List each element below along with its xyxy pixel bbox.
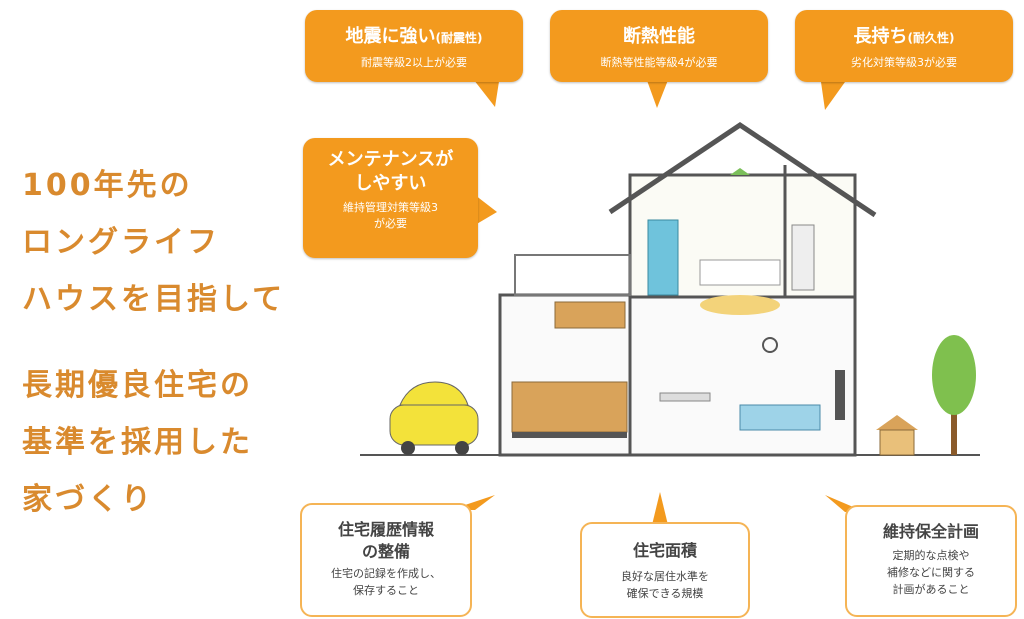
bubble-detail: 耐震等級2以上が必要 — [361, 56, 467, 69]
bubble-insulation: 断熱性能 断熱等性能等級4が必要 — [550, 10, 768, 82]
bubble-detail: 断熱等性能等級4が必要 — [600, 56, 718, 69]
box-floor-area: 住宅面積 良好な居住水準を確保できる規模 — [580, 522, 750, 618]
bubble-detail: 劣化対策等級3が必要 — [851, 56, 957, 69]
box-detail: 定期的な点検や — [892, 549, 970, 562]
bubble-title: しやすい — [354, 173, 427, 194]
box-title: 住宅履歴情報 — [337, 520, 434, 539]
bubble-tail — [645, 75, 670, 108]
bubble-title: 地震に強い — [345, 26, 436, 47]
bubble-title-note: (耐久性) — [907, 31, 955, 45]
box-title: 維持保全計画 — [882, 522, 979, 541]
bubble-earthquake-resistance: 地震に強い(耐震性) 耐震等級2以上が必要 — [305, 10, 523, 82]
box-maintenance-plan: 維持保全計画 定期的な点検や補修などに関する計画があること — [845, 505, 1017, 617]
box-title: 住宅面積 — [632, 541, 697, 560]
box-detail: 良好な居住水準を — [621, 570, 709, 583]
box-detail: 計画があること — [892, 583, 970, 596]
bubble-title: 断熱性能 — [623, 26, 695, 47]
subheadline-line: 基準を採用した — [22, 425, 253, 460]
bubble-title-note: (耐震性) — [435, 31, 483, 45]
box-detail: 保存すること — [353, 584, 419, 597]
box-detail: 確保できる規模 — [626, 587, 704, 600]
bubble-tail — [470, 75, 500, 107]
box-detail: 補修などに関する — [887, 566, 975, 579]
bubble-durability: 長持ち(耐久性) 劣化対策等級3が必要 — [795, 10, 1013, 82]
subheadline-line: 家づくり — [22, 482, 154, 517]
headline-line: ハウスを目指して — [22, 282, 286, 317]
bubble-detail: 維持管理対策等級3 — [343, 201, 438, 214]
subheadline-line: 長期優良住宅の — [22, 368, 253, 403]
subheadline: 長期優良住宅の 基準を採用した 家づくり — [22, 357, 253, 528]
headline-line: 100年先の — [22, 168, 193, 203]
headline: 100年先の ロングライフ ハウスを目指して — [22, 157, 285, 328]
box-housing-history: 住宅履歴情報の整備 住宅の記録を作成し、保存すること — [300, 503, 472, 617]
bubble-detail: が必要 — [374, 217, 407, 230]
bubble-title: 長持ち — [853, 26, 908, 47]
bubble-tail — [652, 492, 668, 525]
bubble-maintenance: メンテナンスが しやすい 維持管理対策等級3 が必要 — [303, 138, 478, 258]
headline-line: ロングライフ — [22, 225, 220, 260]
box-title: の整備 — [361, 542, 410, 561]
box-detail: 住宅の記録を作成し、 — [331, 567, 441, 580]
bubble-tail — [475, 195, 497, 225]
bubble-title: メンテナンスが — [327, 149, 454, 170]
bubble-tail — [820, 75, 850, 110]
